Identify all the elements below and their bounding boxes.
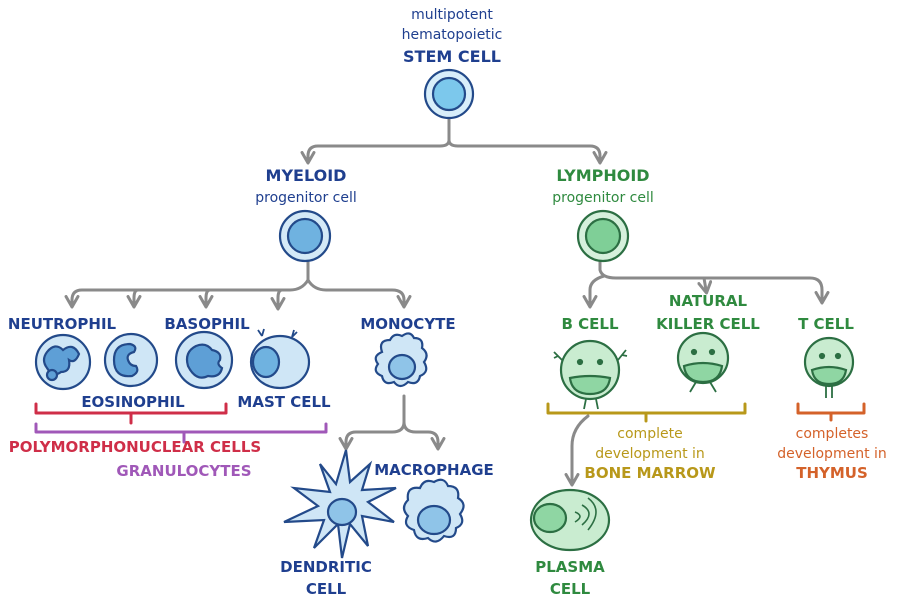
granulocytes-bracket	[34, 422, 328, 444]
myeloid-subtitle: progenitor cell	[255, 190, 357, 206]
plasma-label-line2: CELL	[550, 580, 591, 598]
stem-title: STEM CELL	[403, 47, 501, 66]
neutrophil-illustration	[34, 333, 92, 391]
thymus-note-line3: THYMUS	[796, 464, 868, 482]
stem-cell-illustration	[423, 68, 475, 120]
arrow-to-dendritic	[338, 394, 406, 451]
basophil-label: BASOPHIL	[164, 315, 250, 333]
bone-marrow-bracket	[546, 402, 747, 423]
b-cell-label: B CELL	[561, 315, 618, 333]
arrow-stem-to-lymphoid	[447, 138, 608, 165]
dendritic-cell-illustration	[283, 449, 397, 559]
polymorphonuclear-label: POLYMORPHONUCLEAR CELLS	[9, 438, 261, 456]
granulocytes-label: GRANULOCYTES	[116, 462, 251, 480]
group-brackets	[34, 402, 866, 444]
arrow-to-monocyte	[306, 278, 412, 309]
monocyte-label: MONOCYTE	[360, 315, 455, 333]
lymphoid-title: LYMPHOID	[556, 166, 649, 185]
bone-note-line3: BONE MARROW	[584, 464, 716, 482]
arrow-to-nk-cell	[697, 276, 713, 295]
stem-line2: hematopoietic	[402, 27, 503, 43]
arrow-to-b-cell	[582, 274, 606, 309]
plasma-cell-illustration	[529, 488, 611, 552]
connector-arrows	[64, 116, 830, 487]
plasma-label-line1: PLASMA	[535, 558, 605, 576]
mast-cell-illustration	[249, 328, 311, 390]
thymus-note-line1: completes	[796, 426, 869, 442]
myeloid-title: MYELOID	[266, 166, 347, 185]
bone-note-line1: complete	[617, 426, 682, 442]
stem-line1: multipotent	[411, 7, 493, 23]
arrow-to-t-cell	[598, 258, 830, 305]
basophil-illustration	[174, 330, 234, 390]
nk-label-line1: NATURAL	[669, 292, 748, 310]
bone-note-line2: development in	[595, 446, 705, 462]
neutrophil-label: NEUTROPHIL	[8, 315, 117, 333]
cell-illustrations	[34, 68, 855, 559]
dendritic-label-line1: DENDRITIC	[280, 558, 372, 576]
arrow-to-plasma-cell	[564, 414, 590, 487]
arrow-stem-to-myeloid	[300, 138, 451, 165]
diagram-labels: multipotent hematopoietic STEM CELL MYEL…	[8, 7, 887, 598]
lymphoid-subtitle: progenitor cell	[552, 190, 654, 206]
polymorphonuclear-bracket	[34, 402, 228, 425]
t-cell-illustration	[803, 336, 855, 398]
thymus-note-line2: development in	[777, 446, 887, 462]
arrow-to-macrophage	[402, 420, 446, 451]
dendritic-label-line2: CELL	[306, 580, 347, 598]
eosinophil-label: EOSINOPHIL	[81, 393, 185, 411]
nk-label-line2: KILLER CELL	[656, 315, 760, 333]
nk-cell-illustration	[676, 331, 730, 393]
lymphoid-progenitor-illustration	[576, 209, 630, 263]
macrophage-illustration	[402, 478, 465, 543]
arrow-to-neutrophil	[64, 278, 310, 309]
monocyte-illustration	[374, 332, 428, 388]
myeloid-progenitor-illustration	[278, 209, 332, 263]
eosinophil-illustration	[103, 332, 159, 388]
b-cell-illustration	[553, 339, 628, 410]
arrow-to-eosinophil	[126, 288, 142, 309]
arrow-to-mast-cell	[270, 288, 286, 311]
t-cell-label: T CELL	[798, 315, 854, 333]
mast-cell-label: MAST CELL	[237, 393, 331, 411]
macrophage-label: MACROPHAGE	[374, 461, 494, 479]
thymus-bracket	[796, 402, 866, 422]
arrow-to-basophil	[198, 288, 214, 309]
